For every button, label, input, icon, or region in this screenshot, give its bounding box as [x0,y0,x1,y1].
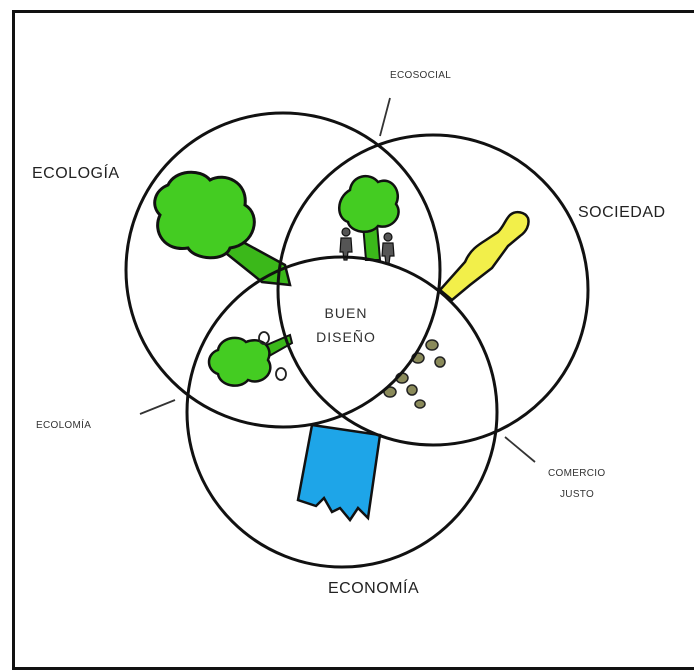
coins-icon [258,331,287,381]
tree-icon [338,174,400,261]
ecosocial-label: ECOSOCIAL [390,70,451,81]
economia-label: ECONOMÍA [328,578,419,597]
economia-circle [185,255,499,569]
ecologia-circle [124,111,442,429]
ecolomia-pointer [139,399,176,415]
factory-icon [296,423,382,523]
sociedad-circle [276,133,590,447]
ecolomia-label: ECOLOMÍA [36,418,91,431]
ecologia-label: ECOLOGÍA [32,163,120,182]
people-icon [339,227,395,265]
tree-icon [153,170,292,287]
seedling-icon [207,333,294,387]
sociedad-label: SOCIEDAD [578,204,666,221]
buen-diseno-line2: DISEÑO [316,329,376,345]
person-icon [438,210,530,302]
buen-diseno-line1: BUEN [325,305,368,321]
comercio-label-line1: COMERCIO [548,468,605,479]
comercio-pointer [504,436,536,463]
comercio-label-line2: JUSTO [560,489,594,500]
coins-icon [383,339,446,409]
ecosocial-pointer [379,97,391,137]
venn-diagram: ECOLOGÍA SOCIEDAD ECONOMÍA ECOSOCIAL ECO… [32,70,666,597]
